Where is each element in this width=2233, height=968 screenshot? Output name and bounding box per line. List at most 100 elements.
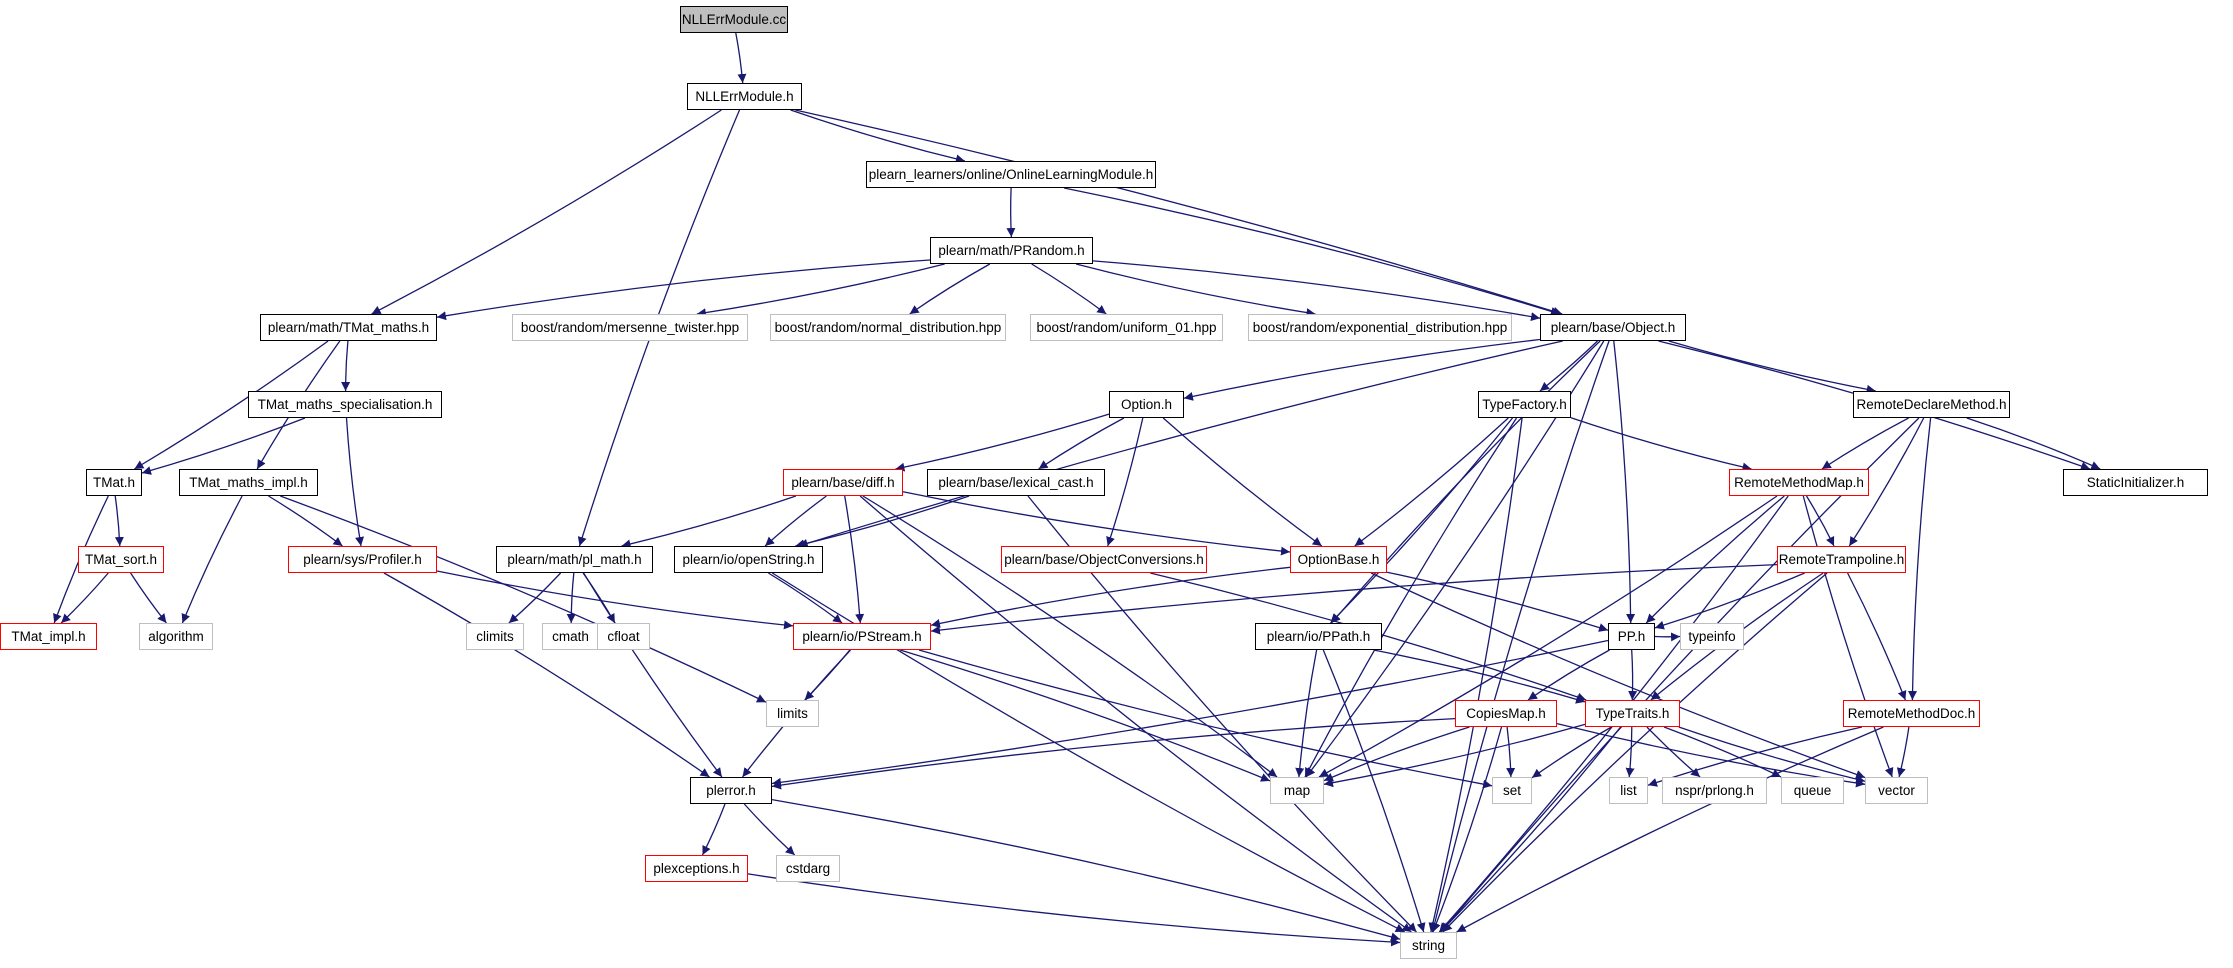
node-list: list	[1609, 777, 1648, 804]
edge-prof-to-plerr	[383, 572, 710, 778]
edge-prand-to-nd	[909, 263, 991, 315]
edge-tmath-to-tms	[341, 340, 351, 392]
edge-cm-to-map	[1323, 726, 1470, 782]
node-os[interactable]: plearn/io/openString.h	[674, 546, 823, 573]
edge-tf-to-ob	[1354, 417, 1509, 547]
node-rt[interactable]: RemoteTrampoline.h	[1777, 546, 1906, 573]
edge-h-to-olm	[790, 109, 966, 164]
edge-olm-to-prand	[1006, 187, 1016, 238]
node-climits: climits	[466, 623, 524, 650]
edge-lc-to-os	[795, 495, 970, 549]
edge-prof-to-ps	[436, 570, 794, 630]
node-diff[interactable]: plearn/base/diff.h	[783, 469, 903, 496]
edge-cm-to-vector	[1556, 722, 1866, 788]
node-queue: queue	[1781, 777, 1844, 804]
node-pp[interactable]: PP.h	[1608, 623, 1655, 650]
node-rmm[interactable]: RemoteMethodMap.h	[1729, 469, 1869, 496]
node-ob[interactable]: OptionBase.h	[1290, 546, 1387, 573]
edge-os-to-ps	[768, 572, 843, 624]
node-opt[interactable]: Option.h	[1109, 391, 1184, 418]
node-plex[interactable]: plexceptions.h	[645, 855, 748, 882]
edge-rdm-to-rmm	[1821, 417, 1909, 470]
edge-pp-to-cm	[1527, 649, 1610, 701]
edge-obj-to-rdm	[1668, 340, 1876, 394]
node-ed: boost/random/exponential_distribution.hp…	[1248, 314, 1512, 341]
node-u01: boost/random/uniform_01.hpp	[1030, 314, 1223, 341]
edge-tf-to-map	[1304, 417, 1518, 778]
edge-olm-to-obj	[1063, 187, 1561, 316]
node-cc[interactable]: NLLErrModule.cc	[680, 6, 788, 33]
edge-diff-to-plm	[621, 495, 797, 549]
edge-ps-to-set	[918, 649, 1493, 789]
node-si[interactable]: StaticInitializer.h	[2063, 469, 2208, 496]
edge-tf-to-pp_path	[1330, 417, 1514, 624]
node-tt[interactable]: TypeTraits.h	[1585, 700, 1680, 727]
node-mt: boost/random/mersenne_twister.hpp	[512, 314, 748, 341]
edge-cm-to-plerr	[771, 717, 1456, 790]
edge-pp-to-tt	[1628, 649, 1638, 701]
edge-pp-to-plerr	[771, 639, 1609, 787]
node-set: set	[1492, 777, 1532, 804]
edge-diff-to-ob	[902, 491, 1291, 556]
node-prof[interactable]: plearn/sys/Profiler.h	[288, 546, 437, 573]
edge-rmd-to-string	[1456, 726, 1884, 933]
edge-prand-to-ed	[1075, 263, 1316, 318]
edge-tt-to-map	[1323, 723, 1586, 788]
edge-obj-to-tf	[1539, 340, 1598, 392]
edge-cc-to-h	[735, 32, 747, 84]
edge-rmm-to-rt	[1805, 495, 1835, 547]
edge-tt-to-list	[1625, 726, 1635, 778]
node-tmi[interactable]: TMat_maths_impl.h	[179, 469, 318, 496]
node-ps[interactable]: plearn/io/PStream.h	[793, 623, 931, 650]
node-cstdarg: cstdarg	[776, 855, 840, 882]
node-lc[interactable]: plearn/base/lexical_cast.h	[927, 469, 1105, 496]
edge-rdm-to-si	[1966, 417, 2101, 470]
node-obj[interactable]: plearn/base/Object.h	[1540, 314, 1686, 341]
edge-h-to-tmath	[371, 109, 722, 315]
node-rmd[interactable]: RemoteMethodDoc.h	[1843, 700, 1980, 727]
edge-obj-to-pp	[1613, 340, 1636, 624]
edge-tms-to-tmat	[141, 417, 306, 475]
edge-cm-to-string	[1432, 726, 1503, 933]
node-h[interactable]: NLLErrModule.h	[687, 83, 802, 110]
edge-obj-to-os	[798, 340, 1563, 548]
node-pp-path[interactable]: plearn/io/PPath.h	[1255, 623, 1382, 650]
node-tf[interactable]: TypeFactory.h	[1478, 391, 1571, 418]
node-prand[interactable]: plearn/math/PRandom.h	[930, 237, 1093, 264]
node-limits: limits	[766, 700, 819, 727]
edge-diff-to-ps	[844, 495, 865, 624]
node-oc[interactable]: plearn/base/ObjectConversions.h	[1001, 546, 1207, 573]
node-tmath[interactable]: plearn/math/TMat_maths.h	[260, 314, 437, 341]
edge-tt-to-queue	[1663, 726, 1782, 778]
node-plerr[interactable]: plerror.h	[690, 777, 772, 804]
edge-h-to-obj	[795, 109, 1563, 316]
edge-tt-to-prlong	[1646, 726, 1701, 778]
edge-tf-to-string	[1428, 417, 1523, 933]
node-olm[interactable]: plearn_learners/online/OnlineLearningMod…	[866, 161, 1156, 188]
edge-ob-to-vector	[1370, 572, 1866, 779]
node-map: map	[1270, 777, 1324, 804]
node-cm[interactable]: CopiesMap.h	[1455, 700, 1557, 727]
edge-tt-to-vector	[1678, 726, 1866, 784]
node-tsort[interactable]: TMat_sort.h	[78, 546, 164, 573]
node-plm[interactable]: plearn/math/pl_math.h	[496, 546, 653, 573]
edge-diff-to-os	[764, 495, 827, 547]
node-cfloat: cfloat	[597, 623, 650, 650]
edge-opt-to-lc	[1038, 417, 1125, 470]
node-tmat[interactable]: TMat.h	[86, 469, 142, 496]
node-rdm[interactable]: RemoteDeclareMethod.h	[1853, 391, 2010, 418]
edge-tmath-to-tmat	[134, 340, 329, 470]
edge-opt-to-diff	[895, 413, 1110, 472]
edge-ob-to-pp	[1386, 571, 1609, 632]
edge-opt-to-oc	[1106, 417, 1144, 547]
edge-tt-to-string	[1439, 726, 1622, 933]
node-timpl[interactable]: TMat_impl.h	[0, 623, 97, 650]
edge-cm-to-set	[1506, 726, 1516, 778]
node-cmath: cmath	[542, 623, 599, 650]
edge-tf-to-rmm	[1570, 417, 1752, 472]
edge-ps-to-map	[899, 649, 1271, 782]
edge-plex-to-string	[747, 873, 1401, 947]
edge-rt-to-rmd	[1847, 572, 1907, 701]
edge-prand-to-u01	[1031, 263, 1107, 315]
node-tms[interactable]: TMat_maths_specialisation.h	[248, 391, 442, 418]
